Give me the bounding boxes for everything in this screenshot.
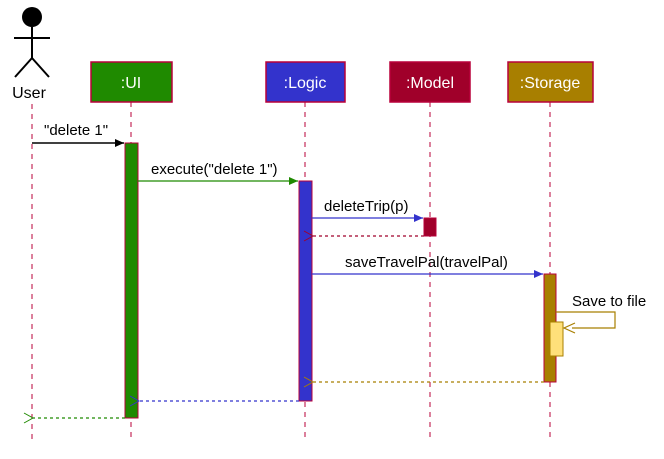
model-activation — [423, 217, 437, 237]
participant-storage: :Storage — [507, 61, 594, 103]
storage-self-activation — [549, 321, 564, 357]
msg-delete-command-label: "delete 1" — [44, 122, 108, 139]
msg-delete-command: "delete 1" — [32, 122, 124, 147]
actor-right-leg — [31, 57, 50, 78]
actor-left-leg — [14, 57, 33, 78]
participant-model-label: :Model — [406, 75, 454, 92]
msg-save-to-file-label: Save to file — [572, 293, 646, 310]
msg-execute: execute("delete 1") — [138, 161, 298, 185]
msg-save-to-file: Save to file — [556, 293, 646, 334]
participant-logic-label: :Logic — [284, 75, 327, 92]
msg-save-travelpal-label: saveTravelPal(travelPal) — [345, 254, 508, 271]
participant-storage-label: :Storage — [520, 75, 581, 92]
actor-head — [22, 7, 42, 27]
actor-label: User — [12, 85, 46, 102]
ui-activation — [124, 142, 139, 419]
participant-ui: :UI — [90, 61, 173, 103]
msg-save-to-file-arrow — [556, 311, 616, 329]
participant-logic: :Logic — [265, 61, 346, 103]
participant-ui-box — [90, 61, 173, 103]
user-actor: User — [12, 7, 50, 102]
logic-activation — [298, 180, 313, 402]
msg-delete-trip: deleteTrip(p) — [312, 198, 423, 222]
participant-model: :Model — [389, 61, 471, 103]
participant-storage-box — [507, 61, 594, 103]
msg-delete-trip-label: deleteTrip(p) — [324, 198, 408, 215]
participant-ui-label: :UI — [121, 75, 141, 92]
msg-save-to-file-arrowhead — [562, 322, 576, 334]
msg-save-travelpal: saveTravelPal(travelPal) — [312, 254, 543, 278]
participant-model-box — [389, 61, 471, 103]
msg-execute-label: execute("delete 1") — [151, 161, 278, 178]
participant-logic-box — [265, 61, 346, 103]
